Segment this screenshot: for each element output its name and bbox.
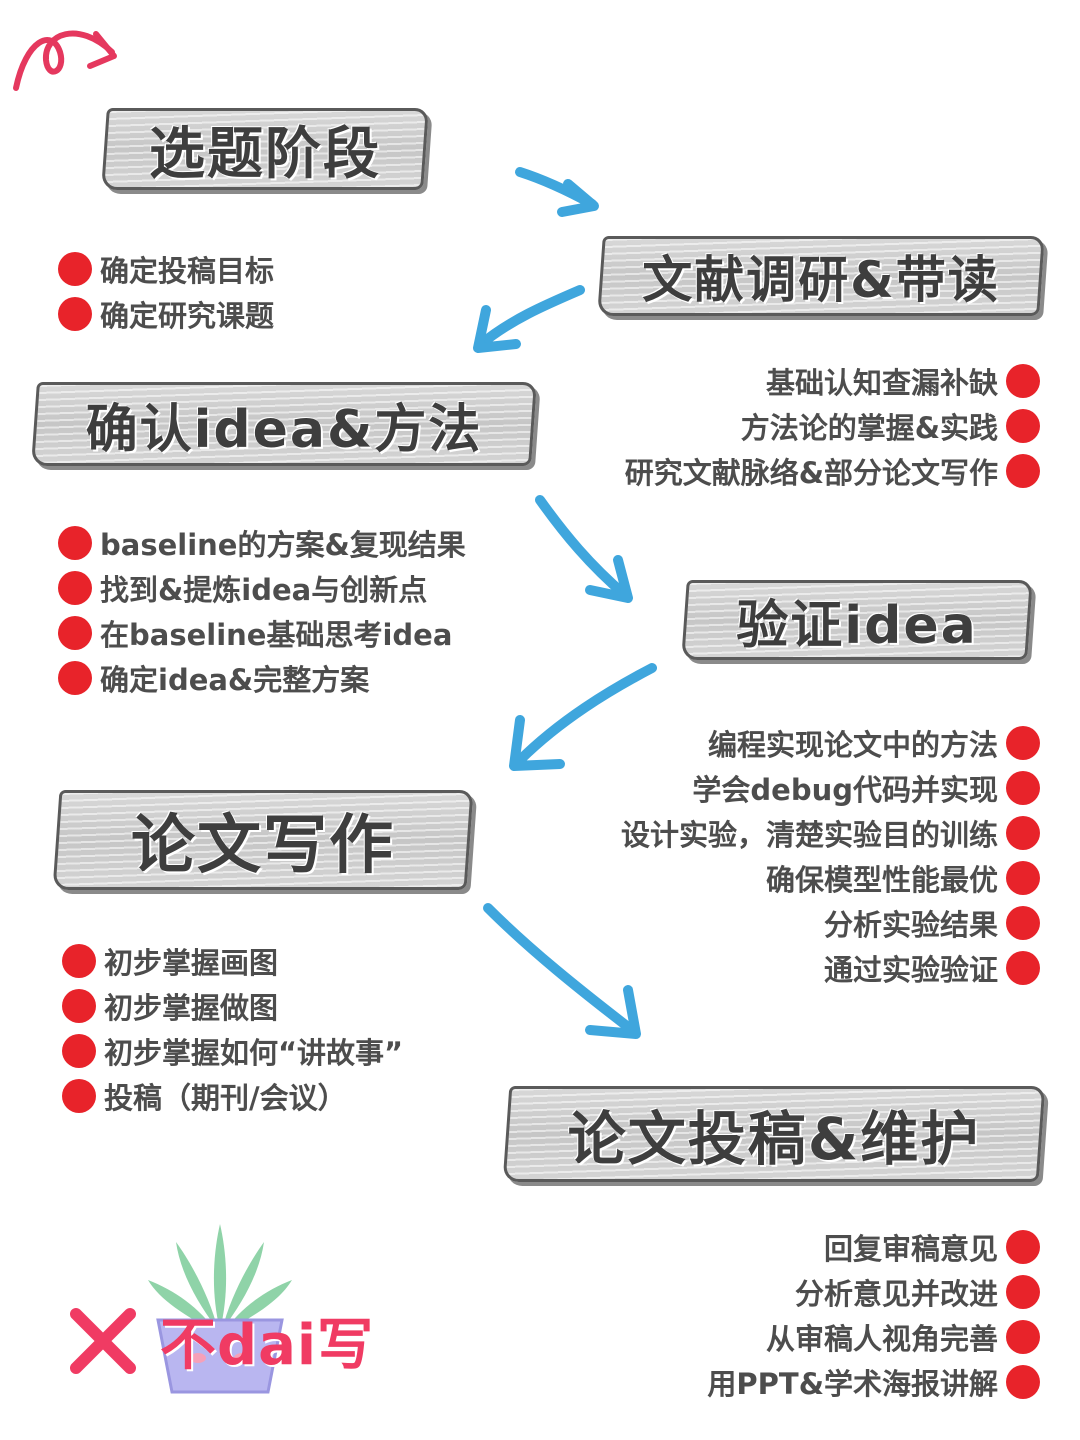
bullet-dot-icon [1006,408,1040,443]
bullet-dot-icon [1006,1364,1040,1399]
list-item: 确保模型性能最优 [621,855,1040,900]
bullet-dot-icon [1006,905,1040,940]
bullet-dot-icon [1006,1229,1040,1264]
stage-title-5: 论文写作 [52,790,474,890]
bullet-dot-icon [58,615,92,650]
bullet-dot-icon [1006,815,1040,850]
list-item: 编程实现论文中的方法 [621,720,1040,765]
stage-list-3: baseline的方案&复现结果 找到&提炼idea与创新点 在baseline… [58,520,466,700]
bullet-dot-icon [62,1078,96,1113]
bullet-dot-icon [62,1033,96,1068]
bullet-dot-icon [58,296,92,331]
list-item: 确定idea&完整方案 [58,655,466,700]
bullet-dot-icon [58,660,92,695]
list-item: 从审稿人视角完善 [707,1314,1040,1359]
plant-pot-icon [148,1224,292,1394]
bullet-dot-icon [62,988,96,1023]
list-item: 投稿（期刊/会议） [62,1073,403,1118]
stage-title-label: 验证idea [736,595,978,656]
list-item: 基础认知查漏补缺 [625,358,1040,403]
stage-title-label: 确认idea&方法 [85,399,483,460]
bullet-dot-icon [1006,1274,1040,1309]
bullet-dot-icon [62,943,96,978]
stage-title-3: 确认idea&方法 [31,382,537,466]
list-item: 分析实验结果 [621,900,1040,945]
arrow-icon [535,495,633,603]
stage-title-label: 论文写作 [131,809,395,883]
list-item: 找到&提炼idea与创新点 [58,565,466,610]
bullet-dot-icon [1006,363,1040,398]
list-item: 通过实验验证 [621,945,1040,990]
stage-title-6: 论文投稿&维护 [502,1086,1046,1182]
list-item: 分析意见并改进 [707,1269,1040,1314]
bullet-dot-icon [1006,725,1040,760]
list-item: 研究文献脉络&部分论文写作 [625,448,1040,493]
bullet-dot-icon [58,570,92,605]
stage-list-1: 确定投稿目标 确定研究课题 [58,246,274,336]
list-item: 初步掌握如何“讲故事” [62,1028,403,1073]
arrow-icon [515,167,599,217]
bullet-dot-icon [58,525,92,560]
arrow-icon [483,903,641,1039]
brand-logo-text: 不dai写 [160,1313,375,1378]
list-item: 确定研究课题 [58,291,274,336]
stage-list-6: 回复审稿意见 分析意见并改进 从审稿人视角完善 用PPT&学术海报讲解 [707,1224,1040,1404]
cross-icon [70,1308,136,1374]
bullet-dot-icon [1006,453,1040,488]
bullet-dot-icon [1006,770,1040,805]
stage-list-2: 基础认知查漏补缺 方法论的掌握&实践 研究文献脉络&部分论文写作 [625,358,1040,493]
list-item: baseline的方案&复现结果 [58,520,466,565]
list-item: 方法论的掌握&实践 [625,403,1040,448]
list-item: 在baseline基础思考idea [58,610,466,655]
stage-title-4: 验证idea [681,580,1033,660]
stage-title-label: 论文投稿&维护 [567,1105,981,1173]
arrow-icon [473,285,585,353]
stage-title-label: 文献调研&带读 [642,251,1000,309]
bullet-dot-icon [1006,1319,1040,1354]
list-item: 用PPT&学术海报讲解 [707,1359,1040,1404]
stage-title-label: 选题阶段 [149,121,381,187]
list-item: 回复审稿意见 [707,1224,1040,1269]
list-item: 学会debug代码并实现 [621,765,1040,810]
list-item: 初步掌握画图 [62,938,403,983]
stage-title-1: 选题阶段 [101,108,429,190]
list-item: 设计实验，清楚实验目的训练 [621,810,1040,855]
bullet-dot-icon [1006,860,1040,895]
stage-list-4: 编程实现论文中的方法 学会debug代码并实现 设计实验，清楚实验目的训练 确保… [621,720,1040,990]
stage-title-2: 文献调研&带读 [597,236,1045,316]
bullet-dot-icon [1006,950,1040,985]
stage-list-5: 初步掌握画图 初步掌握做图 初步掌握如何“讲故事” 投稿（期刊/会议） [62,938,403,1118]
list-item: 确定投稿目标 [58,246,274,291]
bullet-dot-icon [58,251,92,286]
list-item: 初步掌握做图 [62,983,403,1028]
